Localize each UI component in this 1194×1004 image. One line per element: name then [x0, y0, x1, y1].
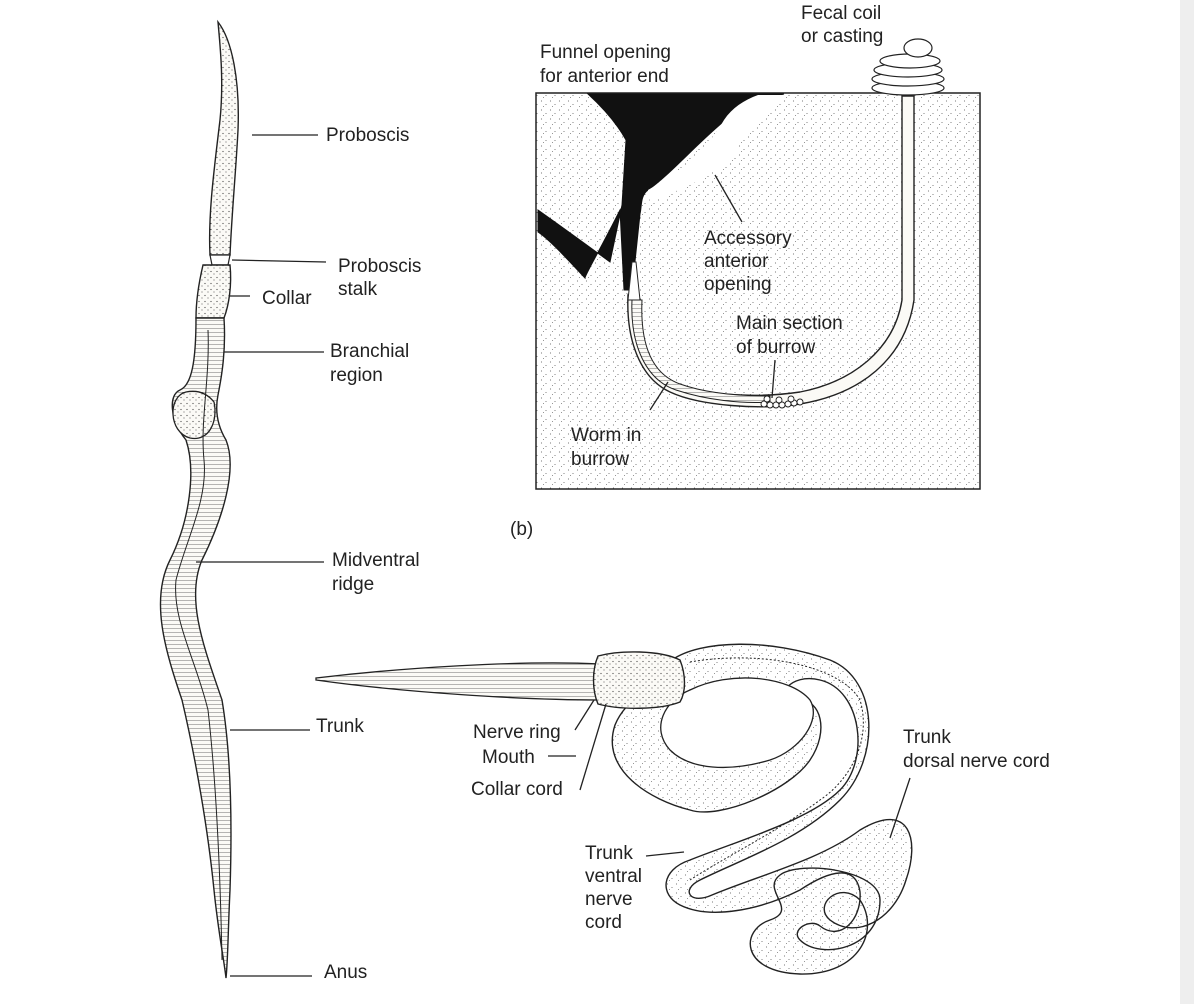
label-collar-cord: Collar cord — [471, 779, 563, 800]
label-fecal-coil: Fecal coil or casting — [801, 3, 887, 47]
coiled-proboscis-shape — [315, 662, 601, 701]
worm-proboscis-tip — [627, 261, 641, 301]
funnel-opening-tunnel — [537, 93, 785, 291]
coiled-worm-view — [315, 643, 913, 975]
worm-labels: Proboscis Proboscis stalk Collar Branchi… — [262, 125, 427, 983]
label-proboscis-stalk: Proboscis stalk — [338, 256, 427, 300]
label-proboscis: Proboscis — [326, 125, 409, 146]
label-nerve-ring: Nerve ring — [473, 722, 561, 743]
label-mouth: Mouth — [482, 747, 535, 768]
worm-leader-lines — [196, 134, 327, 977]
label-anus: Anus — [324, 962, 367, 983]
label-trunk-ventral-nerve-cord: Trunk ventral nerve cord — [585, 843, 647, 933]
label-main-section: Main section of burrow — [736, 313, 848, 358]
burrow-labels: Funnel opening for anterior end Fecal co… — [510, 3, 887, 540]
label-trunk-dorsal-nerve-cord: Trunk dorsal nerve cord — [903, 727, 1050, 772]
proboscis-stalk-shape — [209, 254, 231, 266]
accessory-opening-tunnel — [648, 95, 784, 202]
coiled-leader-lines — [548, 699, 911, 857]
label-trunk: Trunk — [316, 716, 364, 737]
coiled-collar-shape — [592, 651, 686, 709]
label-worm-in-burrow: Worm in burrow — [571, 425, 647, 470]
dorsal-nerve-cord-line — [689, 657, 864, 881]
proboscis-shape — [208, 19, 240, 256]
fecal-coil-casting — [871, 38, 945, 96]
coiled-labels: Nerve ring Mouth Collar cord Trunk ventr… — [471, 722, 1050, 933]
collar-shape — [195, 264, 232, 319]
figure-b-tag: (b) — [510, 519, 533, 540]
burrow-leader-lines — [649, 174, 776, 411]
worm-in-burrow-shape — [631, 299, 771, 403]
label-accessory-opening: Accessory anterior opening — [704, 228, 797, 295]
branchial-fold-shape — [172, 390, 216, 439]
worm-body-shape — [159, 317, 232, 979]
fecal-pellets — [760, 395, 804, 409]
page-edge-strip — [1180, 0, 1194, 1004]
worm-full-view — [159, 19, 240, 979]
label-midventral-ridge: Midventral ridge — [332, 550, 425, 595]
label-collar: Collar — [262, 288, 312, 309]
label-funnel-opening: Funnel opening for anterior end — [540, 42, 676, 87]
burrow-diagram — [535, 38, 981, 490]
label-branchial-region: Branchial region — [330, 341, 415, 386]
midventral-ridge-line — [175, 329, 223, 961]
coiled-inner-loop — [660, 677, 814, 768]
